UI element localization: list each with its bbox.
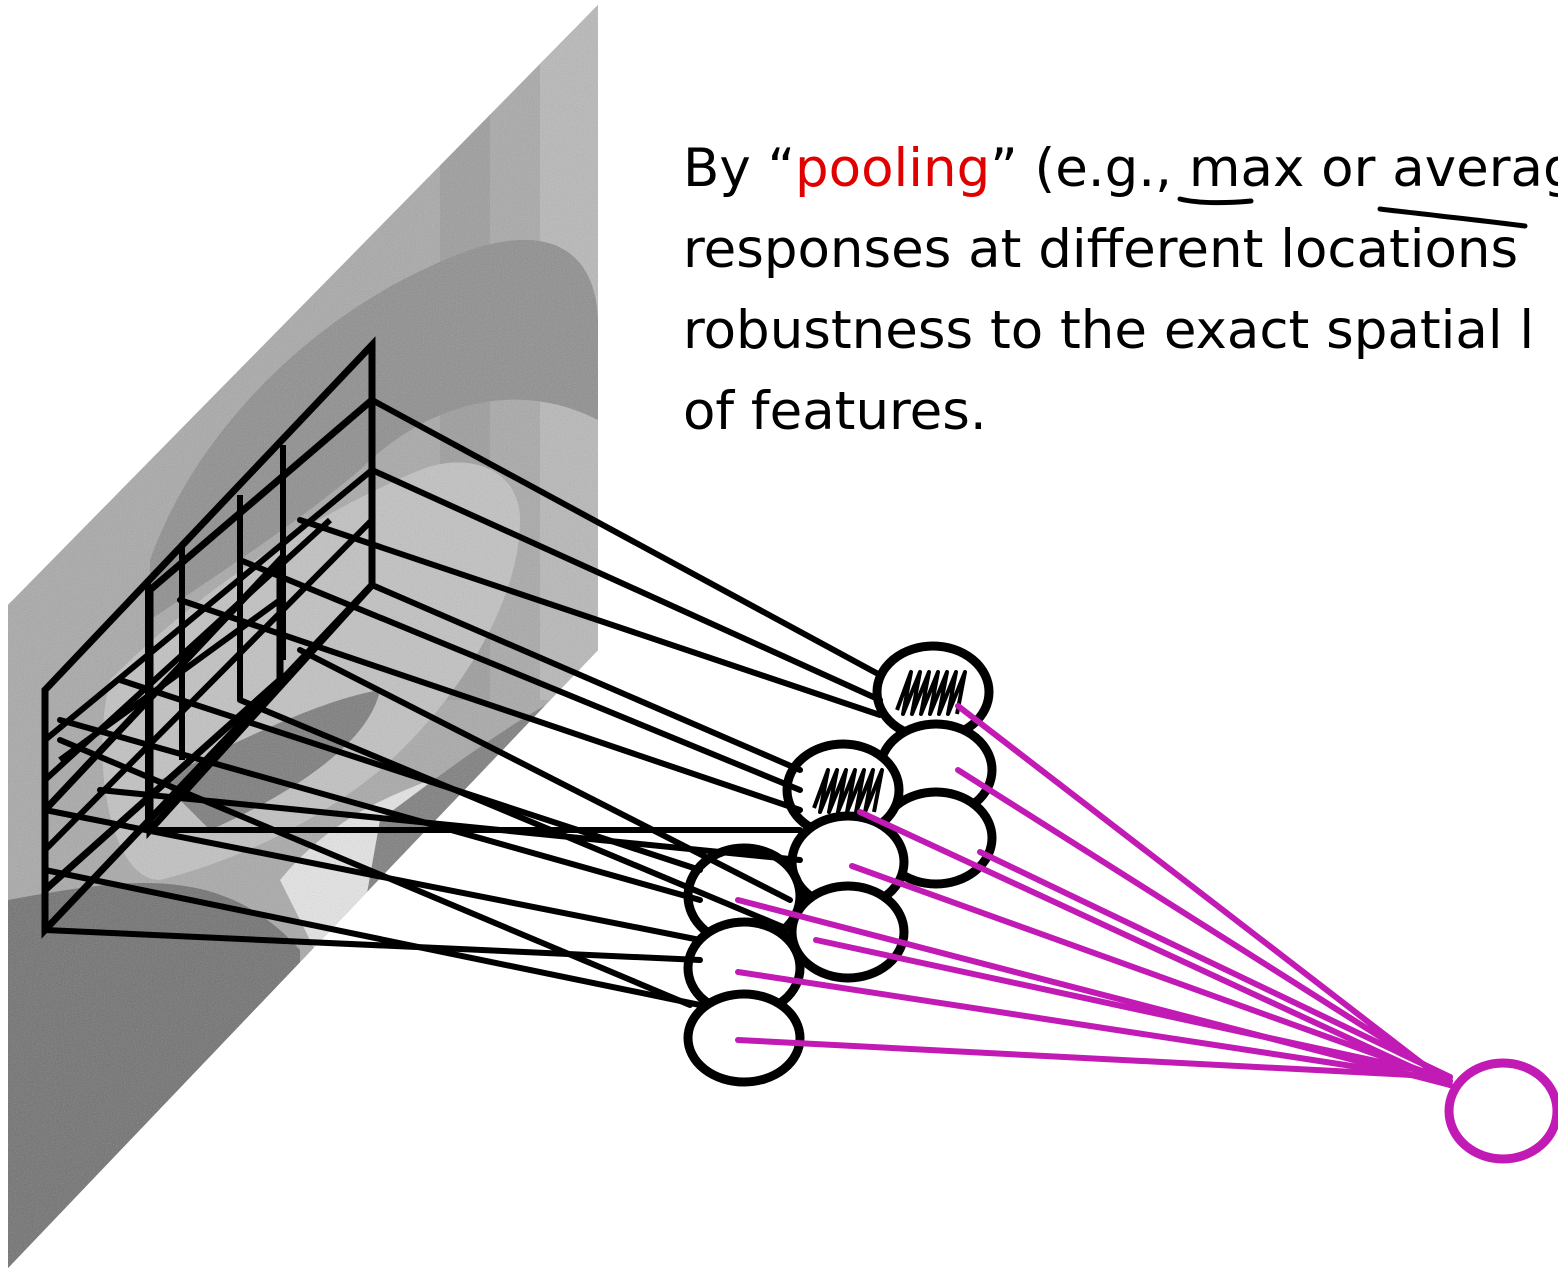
pool-connection-6 (813, 937, 1453, 1080)
connection-line-10 (42, 867, 703, 1008)
pool-connection-9 (735, 1037, 1453, 1080)
connection-line-13 (237, 697, 793, 933)
unit-circle-6 (787, 881, 909, 983)
pool-connection-4 (857, 809, 1453, 1088)
pool-connection-2 (955, 767, 1453, 1084)
active-unit-scribble-1 (895, 670, 967, 716)
connection-line-1 (369, 397, 883, 678)
caption-text-after: ” (e.g., (990, 138, 1189, 199)
pool-connection-8 (735, 969, 1453, 1084)
caption-line-4: of features. (683, 381, 987, 442)
receptive-field-connections (41, 336, 883, 1008)
pool-connection-7 (735, 897, 1453, 1088)
connection-line-15 (57, 737, 693, 1008)
first-layer-units (683, 641, 997, 1087)
connection-line-16 (42, 927, 703, 963)
pool-connection-5 (849, 863, 1453, 1084)
caption-line-2: responses at different locations (683, 219, 1519, 280)
connection-line-5 (237, 557, 803, 793)
pool-connection-1 (955, 703, 1453, 1088)
connection-line-6 (177, 597, 803, 813)
grid-line-5 (43, 467, 374, 743)
caption-line-1: By “pooling” (e.g., max or average (683, 128, 1558, 209)
receptive-field-grid-3 (41, 551, 284, 898)
connection-line-3 (297, 517, 883, 718)
connection-line-14 (297, 647, 793, 903)
pool-connection-3 (977, 849, 1453, 1080)
caption-text: By “pooling” (e.g., max or average respo… (683, 128, 1558, 448)
highlighted-term: pooling (795, 138, 991, 199)
pooled-output-unit (1444, 1058, 1558, 1164)
connection-line-8 (57, 717, 703, 903)
handwritten-underlines (1177, 196, 1528, 229)
connection-line-4 (369, 582, 803, 773)
underlined-word-max: max (1188, 138, 1305, 199)
grid-line-7 (42, 517, 375, 853)
connection-line-2 (369, 467, 883, 703)
caption-text-or: or (1304, 138, 1393, 199)
caption-text-before: By “ (683, 138, 796, 199)
underlined-word-average: average (1392, 138, 1558, 199)
active-unit-scribble-2 (812, 768, 884, 814)
caption-line-3: robustness to the exact spatial l (683, 300, 1535, 361)
pooling-connections (735, 703, 1453, 1088)
input-image-plane (8, 5, 598, 1268)
